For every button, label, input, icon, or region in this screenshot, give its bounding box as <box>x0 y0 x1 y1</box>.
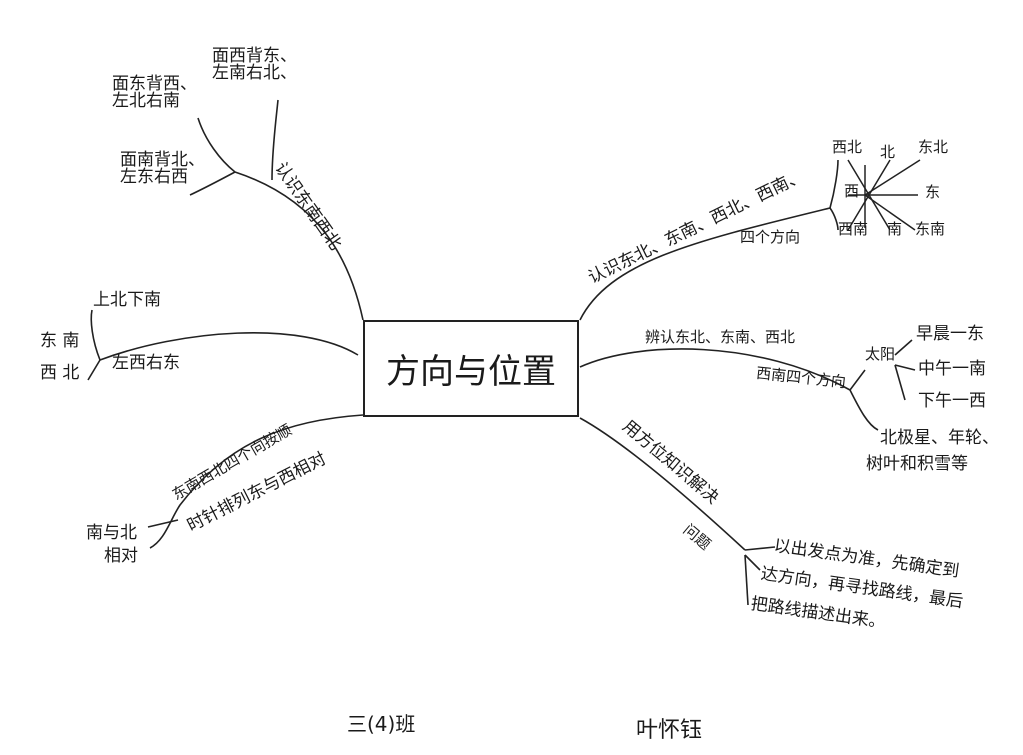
sub-line-solve-1 <box>744 546 776 551</box>
item-morning-east: 早晨一东 <box>916 324 984 344</box>
sub-line-sun-3 <box>894 364 906 401</box>
item-left-west: 左西右东 <box>112 353 180 373</box>
compass-north: 北 <box>880 143 896 161</box>
branch-label-recognize-eight-2: 四个方向 <box>740 228 801 246</box>
sub-line-map-2 <box>87 359 101 381</box>
item-opposite: 相对 <box>104 546 138 566</box>
compass-northeast: 东北 <box>918 138 949 156</box>
compass-south: 南 <box>887 220 903 238</box>
sub-line-2 <box>271 99 279 181</box>
sub-line-1 <box>197 117 236 173</box>
branch-label-identify-1: 辨认东北、东南、西北 <box>645 328 796 346</box>
item-afternoon-west: 下午一西 <box>918 391 986 411</box>
compass-east: 东 <box>925 183 941 201</box>
item-noon-south: 中午一南 <box>918 359 986 379</box>
sub-line-sun <box>849 369 866 391</box>
class-name: 三(4)班 <box>347 712 416 736</box>
item-sun: 太阳 <box>865 345 896 363</box>
compass-west: 西 <box>844 182 860 200</box>
central-topic: 方向与位置 <box>363 320 579 417</box>
item-south-north: 南与北 <box>86 523 137 543</box>
author-name: 叶怀钰 <box>636 718 703 743</box>
item-leaves-snow: 树叶和积雪等 <box>866 454 968 474</box>
central-topic-label: 方向与位置 <box>386 352 556 392</box>
sub-line-sun-1 <box>894 339 913 356</box>
item-polaris: 北极星、年轮、 <box>880 428 999 448</box>
sub-line-compass-2 <box>829 207 839 231</box>
item-west-north: 西 北 <box>40 363 80 383</box>
branch-line-solve <box>579 417 746 551</box>
branch-line-map-rule <box>99 332 359 361</box>
item-face-west: 面西背东、左南右北、 <box>212 46 297 83</box>
sub-line-other <box>849 389 879 431</box>
item-up-north: 上北下南 <box>93 290 161 310</box>
branch-line-recognize-eight <box>579 207 831 321</box>
compass-rose <box>847 159 921 231</box>
compass-northwest: 西北 <box>832 138 863 156</box>
sub-line-solve-2 <box>744 554 761 571</box>
sub-line-solve-3 <box>744 554 749 606</box>
sub-line-opposite <box>147 519 179 528</box>
branch-line-identify <box>579 348 851 391</box>
compass-southeast: 东南 <box>915 220 946 238</box>
sub-line-compass-1 <box>829 159 839 209</box>
compass-southwest: 西南 <box>838 220 869 238</box>
item-face-south: 面南背北、左东右西 <box>120 150 205 187</box>
item-face-east: 面东背西、左北右南 <box>112 74 197 111</box>
branch-line-recognize-four <box>234 171 364 321</box>
item-east-south: 东 南 <box>40 331 80 351</box>
sub-line-sun-2 <box>894 364 916 371</box>
sub-line-3 <box>189 171 236 196</box>
branch-line-clockwise <box>149 414 364 549</box>
sub-line-map-1 <box>90 309 101 361</box>
